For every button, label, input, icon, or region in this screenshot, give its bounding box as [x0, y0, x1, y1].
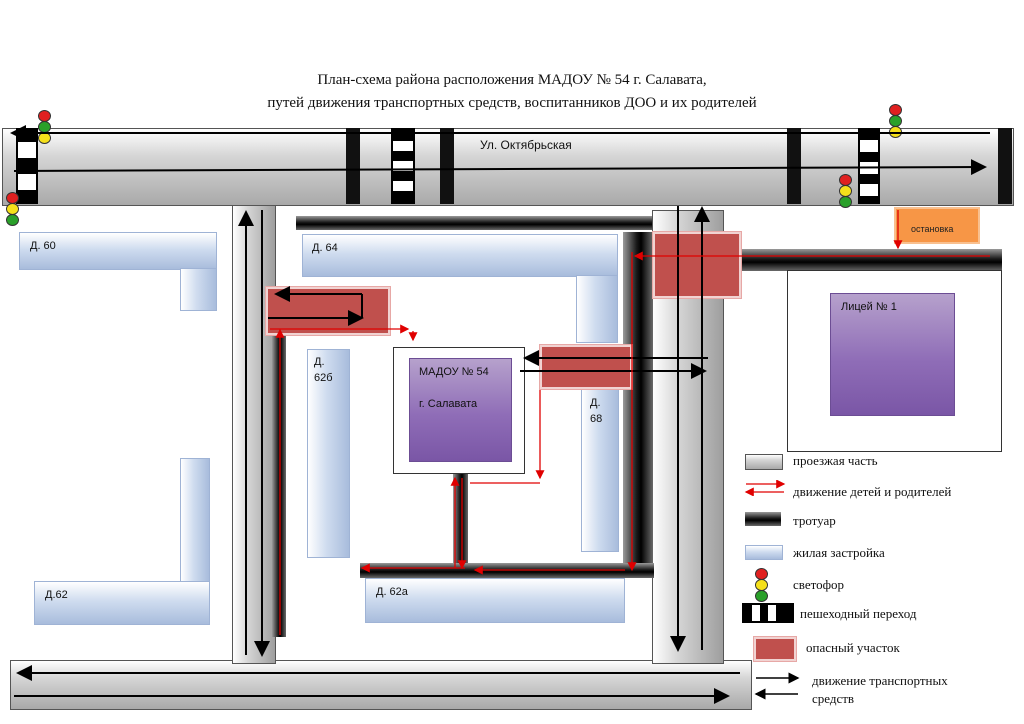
legend-roadway-swatch	[745, 454, 783, 470]
legend-traffic-light-icon	[755, 568, 768, 602]
madou-label-2: г. Салавата	[419, 398, 478, 410]
traffic-light-icon	[839, 174, 852, 208]
legend-roadway-label: проезжая часть	[793, 453, 878, 468]
crosswalk-left	[16, 128, 38, 204]
sidewalk-lyceum	[738, 249, 1002, 271]
sidewalk-top-d64	[296, 216, 652, 230]
building-d62b-label-2: 62б	[314, 372, 333, 384]
traffic-light-icon	[889, 104, 902, 138]
legend-danger-swatch	[754, 637, 796, 661]
road-stripe	[346, 128, 360, 204]
sidewalk-vertical-d68	[623, 232, 653, 578]
sidewalk-left	[272, 325, 286, 637]
legend-vehicle-label-1: движение транспортных	[812, 673, 948, 688]
crosswalk-middle	[391, 128, 415, 204]
building-d64-label: Д. 64	[312, 242, 338, 254]
building-d62	[34, 581, 210, 625]
building-d62a-label: Д. 62а	[376, 586, 408, 598]
building-d64	[302, 234, 618, 277]
building-d62-wing	[180, 458, 210, 584]
traffic-light-icon	[38, 110, 51, 144]
map-title-line2: путей движения транспортных средств, вос…	[267, 95, 757, 111]
sidewalk-to-madou	[453, 473, 468, 573]
road-bottom	[10, 660, 752, 710]
road-stripe	[787, 128, 801, 204]
traffic-light-icon	[6, 192, 19, 226]
crosswalk-right	[858, 128, 880, 204]
legend-residential-swatch	[745, 545, 783, 560]
madou-building	[409, 358, 512, 462]
road-left-vertical	[232, 205, 276, 664]
road-stripe	[440, 128, 454, 204]
legend-danger-label: опасный участок	[806, 640, 900, 655]
building-d62a	[365, 578, 625, 623]
children-arrows	[270, 210, 990, 635]
legend-crosswalk-swatch	[742, 603, 794, 623]
building-d68	[581, 388, 619, 552]
building-d60	[19, 232, 217, 270]
danger-zone-intersection	[653, 232, 741, 298]
legend-crosswalk-label: пешеходный переход	[800, 606, 917, 621]
legend-sidewalk-swatch	[745, 512, 781, 526]
building-d60-label: Д. 60	[30, 240, 56, 252]
road-stripe	[998, 128, 1012, 204]
vehicle-arrow	[13, 159, 987, 176]
building-d68-label-2: 68	[590, 413, 603, 425]
legend-traffic-light-label: светофор	[793, 577, 845, 592]
building-d62b	[307, 349, 350, 558]
bus-stop	[894, 207, 980, 244]
madou-label-1: МАДОУ № 54	[419, 366, 489, 378]
lyceum-label: Лицей № 1	[841, 301, 897, 313]
map-title-line1: План-схема района расположения МАДОУ № 5…	[317, 72, 707, 88]
lyceum-building	[830, 293, 955, 416]
building-d62-label: Д.62	[45, 589, 68, 601]
danger-zone-madou	[540, 345, 632, 389]
street-name-label: Ул. Октябрьская	[480, 138, 572, 152]
legend-residential-label: жилая застройка	[793, 545, 885, 560]
legend-sidewalk-label: тротуар	[793, 513, 836, 528]
bus-stop-label: остановка	[911, 224, 954, 234]
legend-children-label: движение детей и родителей	[793, 484, 952, 499]
legend-children-swatch	[744, 480, 786, 496]
legend-vehicle-label-2: средств	[812, 691, 855, 706]
building-d64-wing	[576, 275, 618, 343]
building-d60-wing	[180, 268, 217, 311]
building-d62b-label-1: Д.	[314, 356, 325, 368]
building-d68-label-1: Д.	[590, 397, 601, 409]
legend-vehicle-swatch	[754, 672, 800, 700]
vehicle-arrows	[10, 125, 990, 704]
